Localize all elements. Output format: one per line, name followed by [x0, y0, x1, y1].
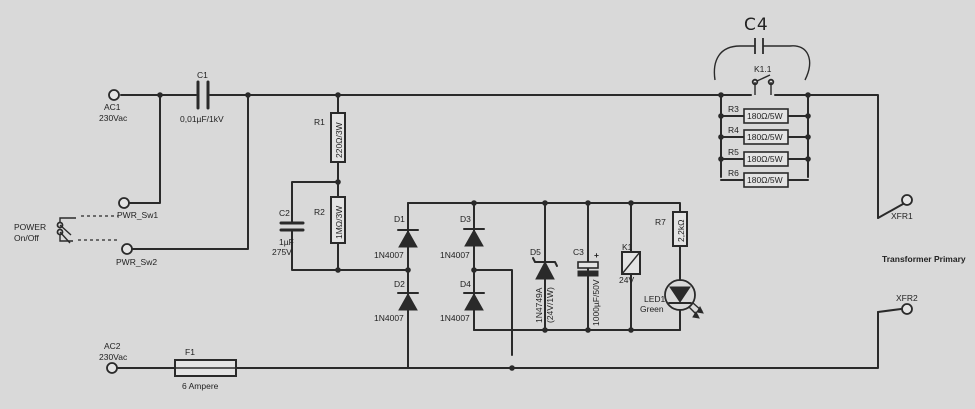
- c2-ref-label: C2: [279, 208, 290, 218]
- d4-part-label: 1N4007: [440, 313, 470, 323]
- f1-ref-label: F1: [185, 347, 195, 357]
- d5-ref-label: D5: [530, 247, 541, 257]
- d3-part-label: 1N4007: [440, 250, 470, 260]
- d5-part-label: 1N4749A: [534, 287, 544, 323]
- led1-color-label: Green: [640, 304, 664, 314]
- power-switch-label: POWER: [14, 222, 46, 232]
- capacitor-c1: C1 0,01µF/1kV: [180, 70, 224, 124]
- pwr-sw1-label: PWR_Sw1: [117, 210, 158, 220]
- d2-part-label: 1N4007: [374, 313, 404, 323]
- k1-value-label: 24V: [619, 275, 634, 285]
- d2-ref-label: D2: [394, 279, 405, 289]
- r3-value-label: 180Ω/5W: [747, 111, 783, 121]
- k1-ref-label: K1: [622, 242, 633, 252]
- c4-ref-label: C4: [744, 15, 769, 35]
- d5-rating-label: (24V/1W): [545, 287, 555, 323]
- resistor-r6: 180Ω/5W R6: [728, 168, 789, 188]
- r7-value-label: 2,2kΩ: [676, 220, 686, 242]
- pwr-sw1-terminal: PWR_Sw1: [117, 197, 158, 220]
- pwr-sw2-label: PWR_Sw2: [116, 257, 157, 267]
- d1-ref-label: D1: [394, 214, 405, 224]
- diode-d3: D3 1N4007: [440, 214, 485, 260]
- diode-d1: D1 1N4007: [374, 214, 419, 260]
- ac1-label: AC1: [104, 102, 121, 112]
- r7-ref-label: R7: [655, 217, 666, 227]
- zener-diode-d5: D5 1N4749A (24V/1W): [530, 247, 558, 323]
- relay-coil-k1: K1 24V: [619, 242, 641, 285]
- ac2-label: AC2: [104, 341, 121, 351]
- r2-ref-label: R2: [314, 207, 325, 217]
- resistor-r2: 1MΩ/3W R2: [314, 196, 346, 244]
- c3-polarity-label: +: [594, 250, 599, 260]
- d4-ref-label: D4: [460, 279, 471, 289]
- capacitor-c4: C4: [744, 15, 769, 54]
- c2-voltage-label: 275V: [272, 247, 292, 257]
- fuse-f1: F1 6 Ampere: [174, 347, 237, 391]
- c2-value-label: 1µF: [279, 237, 294, 247]
- d1-part-label: 1N4007: [374, 250, 404, 260]
- k11-ref-label: K1.1: [754, 64, 772, 74]
- power-switch-sublabel: On/Off: [14, 233, 40, 243]
- led1-ref-label: LED1: [644, 294, 666, 304]
- r2-value-label: 1MΩ/3W: [334, 206, 344, 239]
- ac1-voltage-label: 230Vac: [99, 113, 128, 123]
- junctions: [157, 92, 811, 371]
- diode-d4: D4 1N4007: [440, 279, 485, 323]
- xfr1-label: XFR1: [891, 211, 913, 221]
- c3-ref-label: C3: [573, 247, 584, 257]
- r1-value-label: 220Ω/3W: [334, 122, 344, 158]
- r5-value-label: 180Ω/5W: [747, 154, 783, 164]
- transformer-primary-note: Transformer Primary: [882, 254, 966, 264]
- r4-ref-label: R4: [728, 125, 739, 135]
- c3-value-label: 1000µF/50V: [591, 279, 601, 326]
- power-switch: POWER On/Off: [14, 215, 120, 244]
- capacitor-c2: C2 1µF 275V: [272, 208, 305, 257]
- relay-contact-k1-1: K1.1: [751, 64, 775, 95]
- ac2-voltage-label: 230Vac: [99, 352, 128, 362]
- r1-ref-label: R1: [314, 117, 325, 127]
- f1-value-label: 6 Ampere: [182, 381, 219, 391]
- resistor-r4: 180Ω/5W R4: [728, 125, 789, 145]
- c1-value-label: 0,01µF/1kV: [180, 114, 224, 124]
- xfr2-terminal: XFR2: [877, 293, 918, 315]
- r4-value-label: 180Ω/5W: [747, 132, 783, 142]
- xfr2-label: XFR2: [896, 293, 918, 303]
- resistor-r5: 180Ω/5W R5: [728, 147, 789, 167]
- resistor-r7: 2,2kΩ R7: [655, 211, 688, 247]
- led-led1: LED1 Green: [640, 279, 704, 319]
- r3-ref-label: R3: [728, 104, 739, 114]
- diode-d2: D2 1N4007: [374, 279, 419, 323]
- ac1-terminal: AC1 230Vac: [99, 89, 128, 123]
- r6-value-label: 180Ω/5W: [747, 175, 783, 185]
- capacitor-c3: + C3 1000µF/50V: [573, 247, 601, 326]
- r5-ref-label: R5: [728, 147, 739, 157]
- resistor-r3: 180Ω/5W R3: [728, 104, 789, 124]
- pwr-sw2-terminal: PWR_Sw2: [116, 243, 157, 267]
- r6-ref-label: R6: [728, 168, 739, 178]
- c1-ref-label: C1: [197, 70, 208, 80]
- xfr1-terminal: XFR1: [877, 194, 913, 221]
- d3-ref-label: D3: [460, 214, 471, 224]
- resistor-r1: 220Ω/3W R1: [314, 112, 346, 163]
- ac2-terminal: AC2 230Vac: [99, 341, 128, 374]
